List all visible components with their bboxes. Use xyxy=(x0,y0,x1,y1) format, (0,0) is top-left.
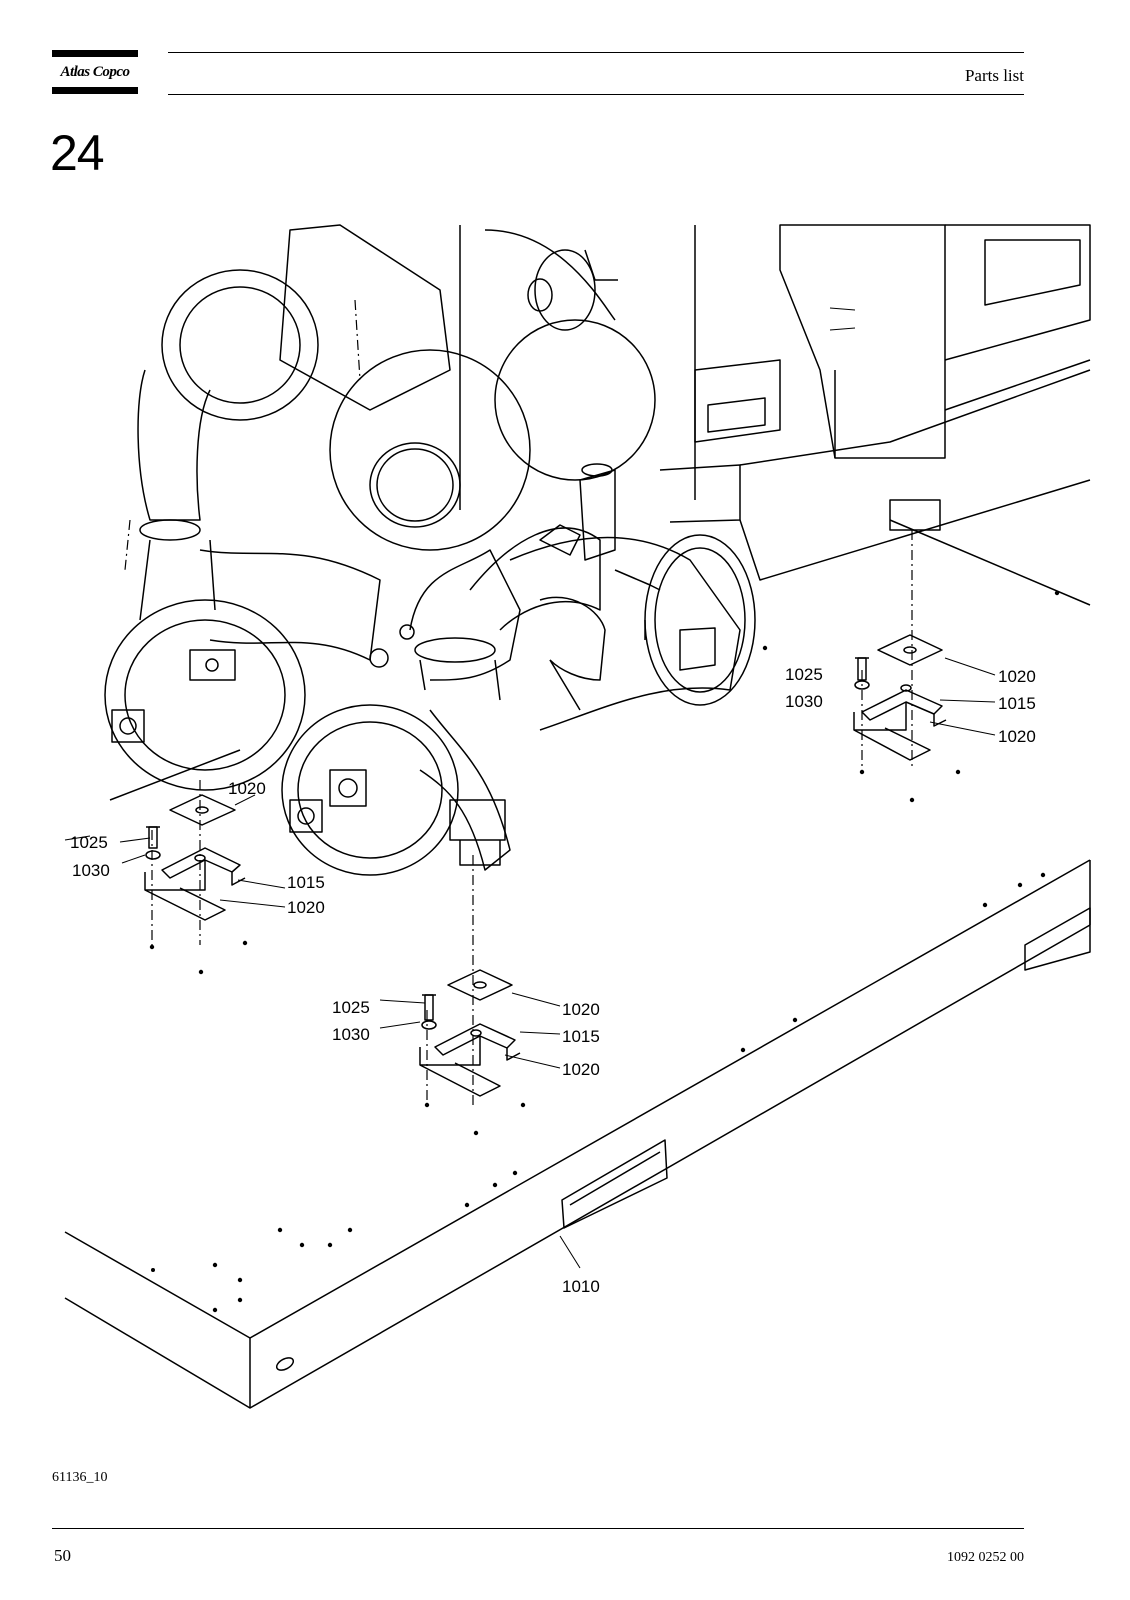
right-mount-group xyxy=(853,634,947,761)
center-mount-group xyxy=(419,969,521,1097)
callout-center-1020-bottom: 1020 xyxy=(562,1060,600,1079)
header-rule-top xyxy=(168,52,1024,53)
callout-left-1015: 1015 xyxy=(287,873,325,892)
callout-center-1015: 1015 xyxy=(562,1027,600,1046)
page-number: 50 xyxy=(54,1546,71,1565)
callout-center-1030: 1030 xyxy=(332,1025,370,1044)
callout-center-1020-top: 1020 xyxy=(562,1000,600,1019)
callout-right-1020-bottom: 1020 xyxy=(998,727,1036,746)
callout-base-1010: 1010 xyxy=(562,1277,600,1296)
base-mounting-holes xyxy=(149,590,1060,1313)
logo-bar-top xyxy=(52,50,138,57)
callout-left-1020-top: 1020 xyxy=(228,779,266,798)
logo-text: Atlas Copco xyxy=(60,64,130,80)
figure-reference: 61136_10 xyxy=(52,1470,108,1485)
base-frame xyxy=(64,519,1091,1409)
callout-left-1020-bottom: 1020 xyxy=(287,898,325,917)
left-mount-group xyxy=(144,794,246,921)
center-compressor-stage xyxy=(281,319,656,876)
callout-right-1015: 1015 xyxy=(998,694,1036,713)
callout-right-1020-top: 1020 xyxy=(998,667,1036,686)
header-rule-bottom xyxy=(168,94,1024,95)
callout-leaders xyxy=(64,307,996,1269)
callout-labels: 1020 1025 1030 1015 1020 1025 1030 1020 … xyxy=(70,665,1036,1296)
cooler-assembly xyxy=(509,463,756,731)
section-number: 24 xyxy=(50,125,105,181)
footer-rule xyxy=(52,1528,1024,1529)
callout-right-1030: 1030 xyxy=(785,692,823,711)
callout-left-1030: 1030 xyxy=(72,861,110,880)
document-number: 1092 0252 00 xyxy=(947,1550,1024,1565)
callout-right-1025: 1025 xyxy=(785,665,823,684)
upper-housing xyxy=(459,224,1091,581)
exploded-parts-drawing: 1020 1025 1030 1015 1020 1025 1030 1020 … xyxy=(64,224,1091,1409)
header-title: Parts list xyxy=(964,66,1024,85)
left-compressor-stage xyxy=(104,224,451,791)
callout-left-1025: 1025 xyxy=(70,833,108,852)
callout-center-1025: 1025 xyxy=(332,998,370,1017)
logo-bar-bottom xyxy=(52,87,138,94)
atlas-copco-logo: Atlas Copco xyxy=(52,50,138,94)
